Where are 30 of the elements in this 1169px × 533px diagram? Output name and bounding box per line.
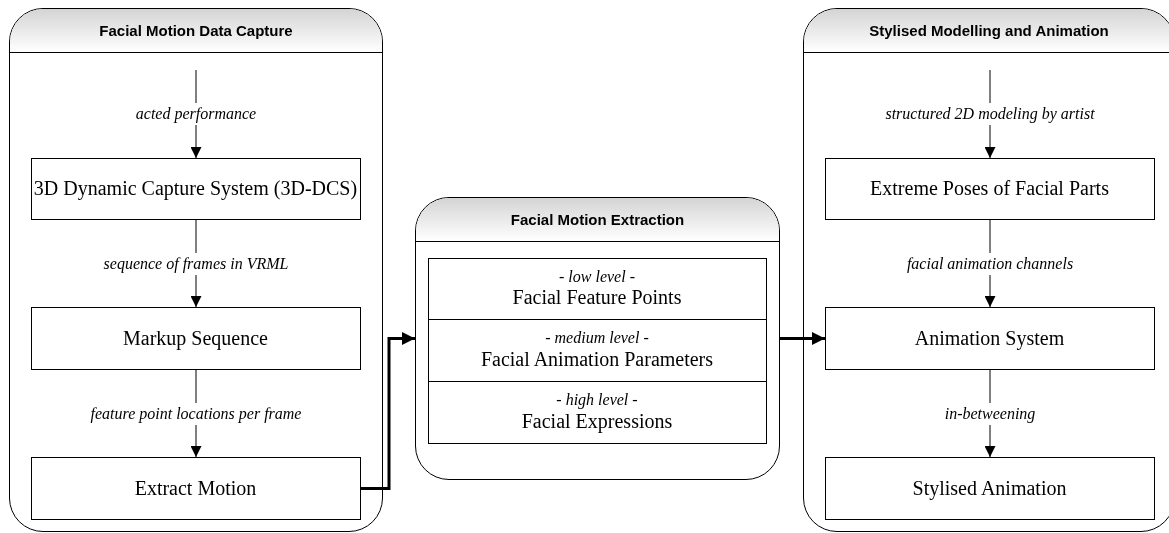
arrow	[780, 332, 825, 345]
box-label: Facial Expressions	[521, 409, 673, 433]
level-label: - low level -	[559, 267, 635, 287]
process-box	[427, 381, 767, 444]
process-box	[30, 456, 361, 520]
process-box	[824, 306, 1155, 370]
process-box	[427, 319, 767, 382]
level-label: - high level -	[556, 391, 638, 410]
process-box	[824, 456, 1155, 520]
process-box	[30, 157, 361, 220]
box-label: Facial Feature Points	[512, 286, 682, 310]
box-label: Markup Sequence	[123, 326, 268, 350]
box-label: Animation System	[914, 326, 1065, 350]
group-heading: Facial Motion Extraction	[416, 198, 779, 242]
level-label: - medium level -	[545, 329, 649, 348]
group-heading: Facial Motion Data Capture	[10, 9, 382, 53]
box-label: Stylised Animation	[912, 476, 1067, 500]
box-label: Facial Animation Parameters	[480, 347, 714, 371]
process-box	[427, 257, 767, 320]
box-label: Extreme Poses of Facial Parts	[870, 177, 1109, 200]
box-label: Extract Motion	[134, 476, 257, 500]
arrow	[361, 332, 415, 490]
box-label: 3D Dynamic Capture System (3D-DCS)	[33, 177, 358, 200]
group-panel	[415, 197, 780, 480]
group-heading: Stylised Modelling and Animation	[804, 9, 1169, 53]
process-box	[30, 306, 361, 370]
process-box	[824, 157, 1155, 220]
group-panel	[803, 8, 1169, 532]
edge-label: structured 2D modeling by artist	[882, 103, 1098, 125]
group-panel	[9, 8, 383, 532]
